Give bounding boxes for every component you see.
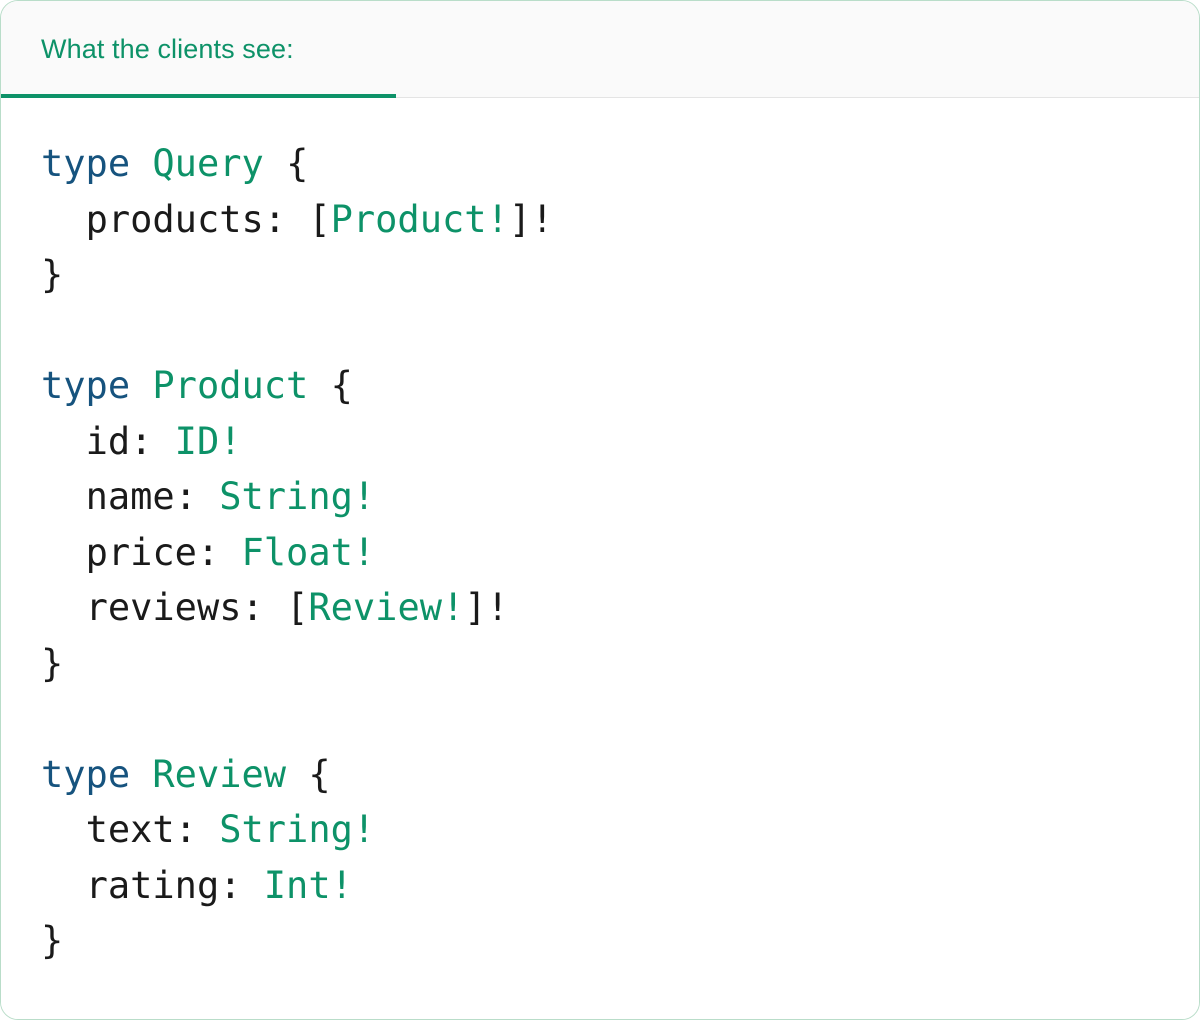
code-line: type Review { [41,747,1159,803]
code-token-field: id: [85,419,153,463]
code-token-plain [41,475,86,518]
code-token-plain [286,753,308,796]
code-token-plain [197,808,219,851]
code-token-plain [130,364,152,407]
code-token-punc: } [41,641,64,685]
code-token-plain [130,142,152,185]
code-line: type Query { [41,136,1159,192]
code-token-punc: } [41,253,64,296]
code-token-plain [41,531,86,574]
code-token-type: ID! [174,419,242,463]
active-tab-underline [1,94,396,98]
code-token-plain [286,198,308,241]
code-token-plain [308,364,330,407]
code-token-plain [41,586,86,629]
code-token-plain [152,420,174,463]
graphql-schema-code: type Query { products: [Product!]!}type … [41,136,1159,969]
code-token-type: Product! [330,197,509,241]
code-token-plain [264,586,286,629]
code-token-punc: { [330,364,353,407]
code-token-punc: { [286,142,309,185]
code-line: text: String! [41,802,1159,858]
code-token-punc: [ [308,197,331,241]
code-token-plain [41,864,86,907]
code-token-type: Review! [308,586,465,629]
code-token-punc: } [41,919,64,962]
code-token-kw: type [41,752,131,796]
code-token-field: name: [85,475,197,518]
code-token-type: Int! [263,863,353,907]
code-token-type: Query [152,142,264,185]
code-token-plain [41,420,86,463]
code-token-plain [219,531,241,574]
code-token-plain [242,864,264,907]
code-token-field: text: [85,808,197,851]
code-token-punc: ]! [464,586,509,629]
code-token-type: Product [152,364,309,407]
code-token-plain [197,475,219,518]
code-line: name: String! [41,469,1159,525]
code-block-area: type Query { products: [Product!]!}type … [1,98,1199,1019]
code-line: } [41,913,1159,969]
code-line: } [41,247,1159,303]
code-content: type Query { products: [Product!]!}type … [41,136,1159,969]
code-line: price: Float! [41,525,1159,581]
code-token-type: Float! [241,530,376,574]
code-line: rating: Int! [41,858,1159,914]
code-token-type: String! [219,808,376,851]
code-token-field: products: [85,197,287,241]
tab-label: What the clients see: [41,33,294,64]
code-line [41,691,1159,747]
code-token-plain [41,198,86,241]
code-token-field: price: [85,530,220,574]
code-line [41,303,1159,359]
code-token-field: reviews: [85,586,264,629]
tab-what-the-clients-see[interactable]: What the clients see: [1,1,334,98]
code-token-type: Review [152,752,287,796]
code-token-plain [130,753,152,796]
code-line: reviews: [Review!]! [41,580,1159,636]
code-token-punc: { [308,752,331,796]
code-token-field: rating: [85,863,242,907]
code-token-kw: type [41,364,131,407]
code-line: products: [Product!]! [41,192,1159,248]
code-token-kw: type [41,142,131,185]
tab-bar: What the clients see: [1,1,1199,98]
code-line: type Product { [41,358,1159,414]
code-line: id: ID! [41,414,1159,470]
code-token-punc: [ [286,586,309,629]
code-token-plain [41,808,86,851]
code-token-punc: ]! [508,197,554,241]
code-line: } [41,636,1159,692]
code-token-plain [264,142,286,185]
code-token-type: String! [219,475,376,518]
